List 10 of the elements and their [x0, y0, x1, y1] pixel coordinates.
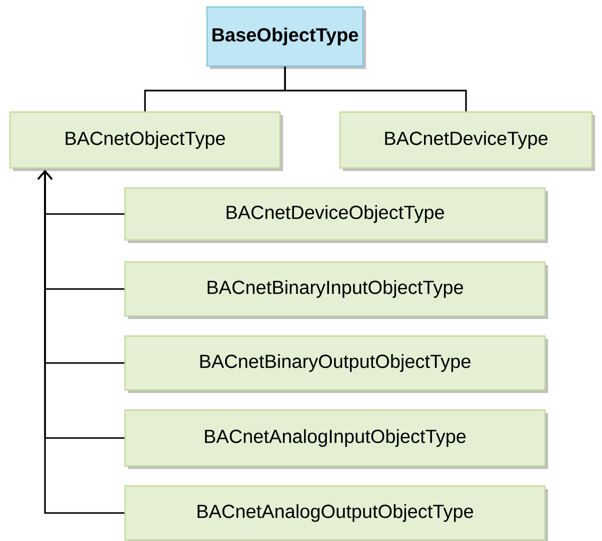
class-box: BACnetBinaryInputObjectType [124, 261, 548, 319]
connector-line [284, 66, 467, 112]
class-box: BACnetBinaryOutputObjectType [124, 335, 548, 393]
class-box: BACnetAnalogInputObjectType [124, 409, 548, 469]
inheritance-arrow [37, 170, 124, 514]
class-box: BACnetDeviceObjectType [124, 187, 548, 243]
root-class-box: BaseObjectType [206, 6, 366, 69]
class-box: BACnetAnalogOutputObjectType [124, 485, 548, 541]
class-box: BACnetDeviceType [339, 111, 595, 171]
class-box: BACnetObjectType [9, 111, 283, 171]
